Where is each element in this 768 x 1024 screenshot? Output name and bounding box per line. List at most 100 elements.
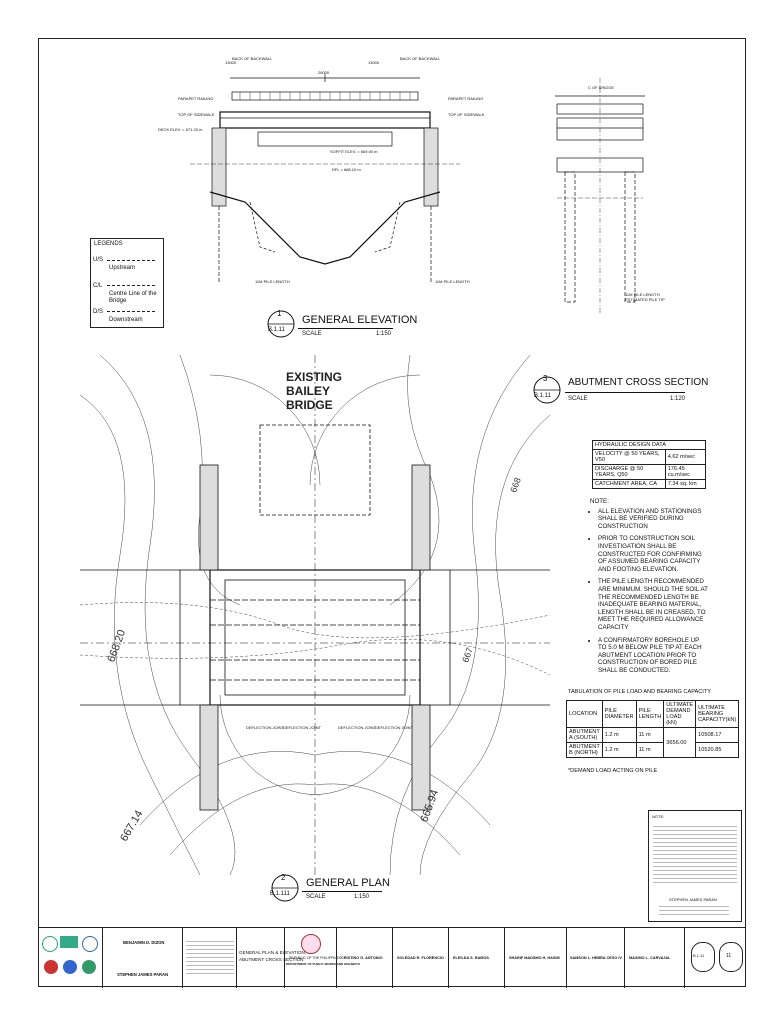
elev-pile-right: 11M PILE LENGTH: [435, 279, 470, 284]
section-sheet-ref: B.1.11: [534, 393, 551, 399]
sheet-of-ellipse: [719, 942, 743, 972]
elev-soffit-label: SOFFIT ELEV. = 669.00 m: [330, 149, 378, 154]
note-item: ALL ELEVATION AND STATIONINGS SHALL BE V…: [598, 508, 708, 531]
notes-heading: NOTE:: [590, 498, 609, 505]
elev-span-left: 13000: [225, 60, 237, 65]
elevation-view-number: 1: [277, 309, 282, 318]
general-plan-drawing: [80, 355, 550, 875]
existing-bridge-label: EXISTING BAILEY BRIDGE: [286, 370, 342, 412]
elev-pile-left: 11M PILE LENGTH: [255, 279, 290, 284]
prepared-by-name: BENJAMIN D. DIZON: [123, 940, 165, 945]
pile-cell-capacity: 10508.17: [695, 727, 740, 743]
partner-logo-icon: [42, 936, 58, 952]
signatory-name: MAXIMO L. CARVAJAL: [629, 956, 671, 960]
deflection-joint-2: DEFLECTION JOINT: [283, 725, 322, 730]
existing-bridge-line-1: EXISTING: [286, 370, 343, 384]
elev-sidewalk-right: TOP OF SIDEWALK: [448, 112, 485, 117]
legend-label-us: Upstream: [109, 265, 136, 271]
plan-scale-label: SCALE: [306, 894, 326, 900]
elev-sidewalk-left: TOP OF SIDEWALK: [178, 112, 215, 117]
legend-code-us: U/S: [93, 257, 104, 263]
tb-sign-5: SAMSON L. HEBRA CESO IV: [566, 928, 624, 988]
tb-sign-4: SHARIF MADSMO H. HASIM: [504, 928, 566, 988]
elev-span-right: 13000: [368, 60, 380, 65]
agency-line-1: REPUBLIC OF THE PHILIPPINES: [289, 956, 342, 960]
legend-label-cl: Centre Line of the Bridge: [109, 291, 157, 304]
hydraulic-table: HYDRAULIC DESIGN DATA VELOCITY @ 50 YEAR…: [592, 440, 707, 489]
partner-logo-icon: [82, 936, 98, 952]
section-view-number: 3: [543, 374, 548, 383]
pile-cell-length: 11 m: [635, 727, 665, 743]
elevation-scale-value: 1:150: [376, 331, 392, 337]
existing-bridge-line-3: BRIDGE: [286, 398, 333, 412]
plan-title-symbol: [271, 874, 299, 902]
elev-railing-right: PARAPET RAILING: [448, 96, 484, 101]
elevation-sheet-ref: B.1.11: [268, 327, 285, 333]
deflection-joint-1: DEFLECTION JOINT: [246, 725, 285, 730]
elev-span-total: 26000: [318, 70, 330, 75]
elev-back-left: BACK OF BACKWALL: [232, 56, 273, 61]
pile-header: PILE LENGTH: [635, 700, 665, 728]
signatory-name: SAMSON L. HEBRA CESO IV: [570, 956, 622, 960]
tb-logos: [38, 928, 102, 988]
deflection-joint-4: DEFLECTION JOINT: [375, 725, 414, 730]
pile-cell-diameter: 1.2 m: [601, 727, 637, 743]
engineer-stamp: NOTE: STEPHEN JAMES PARAN: [648, 810, 742, 922]
pile-table-footnote: *DEMAND LOAD ACTING ON PILE: [568, 768, 658, 774]
tb-sheet-no: B.1.11 11: [684, 928, 746, 988]
note-item: PRIOR TO CONSTRUCTION SOIL INVESTIGATION…: [598, 535, 708, 573]
stamp-heading: NOTE:: [652, 814, 665, 819]
signatory-name: ELEILDA S. RAMOS: [453, 956, 489, 960]
tb-sign-1: CRISTINO G. ANTONIO: [336, 928, 392, 988]
section-title: ABUTMENT CROSS SECTION: [568, 377, 709, 388]
signatory-name: SHARIF MADSMO H. HASIM: [509, 956, 560, 960]
sheet-of: 11: [726, 953, 732, 959]
hydraulic-title: HYDRAULIC DESIGN DATA: [592, 440, 706, 450]
tb-agency: REPUBLIC OF THE PHILIPPINES DEPARTMENT O…: [284, 928, 360, 988]
pile-header: LOCATION: [566, 700, 603, 728]
partner-logo-icon: [82, 960, 96, 974]
plan-title: GENERAL PLAN: [306, 877, 390, 889]
hydraulic-row-value: 4.62 m/sec: [664, 449, 707, 465]
dpwh-seal-icon: [301, 934, 321, 954]
tb-sheet-contents: GENERAL PLAN & ELEVATION, ABUTMENT CROSS…: [236, 928, 306, 988]
pile-cell-location: ABUTMENT B (NORTH): [566, 742, 603, 758]
tb-sign-6: MAXIMO L. CARVAJAL: [624, 928, 684, 988]
notes-block: NOTE: ALL ELEVATION AND STATIONINGS SHAL…: [590, 498, 708, 674]
elevation-title: GENERAL ELEVATION: [302, 314, 418, 326]
elevation-title-rule: [298, 328, 393, 329]
legend-code-cl: C/L: [93, 283, 103, 289]
note-item: THE PILE LENGTH RECOMMENDED ARE MINIMUM.…: [598, 578, 708, 631]
pile-header: ULTIMATE DEMAND LOAD (kN): [663, 700, 697, 728]
legend-title: LEGENDS: [94, 241, 123, 247]
deflection-joint-3: DEFLECTION JOINT: [338, 725, 377, 730]
plan-view-number: 2: [281, 873, 286, 882]
general-elevation-drawing: [190, 74, 460, 282]
partner-logo-icon: [44, 960, 58, 974]
section-scale-value: 1:120: [670, 396, 686, 402]
plan-scale-value: 1:150: [354, 894, 370, 900]
section-pile-tip-label: 11M PILE LENGTH ESTIMATED PILE TIP: [625, 292, 665, 302]
legend-code-ds: D/S: [93, 309, 104, 315]
elev-deck-label: DECK ELEV. = 671.20 m: [158, 127, 203, 132]
elevation-title-symbol: [267, 310, 295, 338]
abutment-section-drawing: [555, 78, 645, 313]
legend-box: LEGENDS U/S Upstream C/L Centre Line of …: [90, 238, 164, 328]
hydraulic-row-label: DISCHARGE @ 50 YEARS, Q50: [592, 464, 666, 480]
section-scale-label: SCALE: [568, 396, 588, 402]
note-item: A CONFIRMATORY BOREHOLE UP TO 5.0 M BELO…: [598, 637, 708, 675]
sheet-contents-line-1: GENERAL PLAN & ELEVATION,: [239, 950, 307, 955]
tb-description: [182, 928, 236, 988]
existing-bridge-line-2: BAILEY: [286, 384, 331, 398]
sheet-no: B.1.11: [693, 953, 705, 958]
section-cl-label: C OF BRIDGE: [588, 85, 615, 90]
hydraulic-row-value: 176.45 cu.m/sec: [664, 464, 707, 480]
submitted-by-name: STEPHEN JAMES PARAN: [117, 972, 169, 977]
tb-description-lines: [186, 938, 234, 974]
tb-sign-2: SOLEDAD R. FLORENCIO: [392, 928, 448, 988]
agency-line-2: DEPARTMENT OF PUBLIC WORKS AND HIGHWAYS: [286, 962, 361, 966]
elevation-scale-label: SCALE: [302, 331, 322, 337]
elev-back-right: BACK OF BACKWALL: [400, 56, 441, 61]
pile-cell-demand: 3656.00: [663, 727, 697, 758]
hydraulic-row-label: CATCHMENT AREA, CA: [592, 479, 666, 489]
